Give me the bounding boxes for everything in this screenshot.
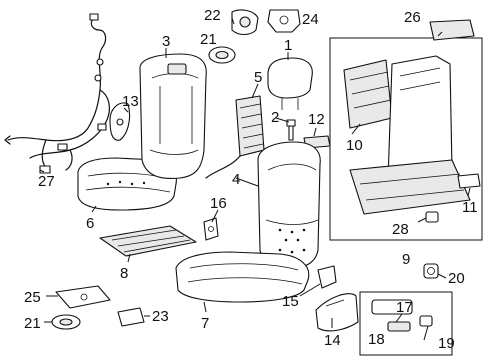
callout-9: 9: [402, 251, 410, 268]
callout-10: 10: [346, 137, 363, 154]
part-9-seat-frame: [349, 55, 471, 215]
callout-18: 18: [368, 331, 385, 348]
callout-23: 23: [152, 308, 169, 325]
part-1-headrest: [267, 57, 313, 110]
callout-8: 8: [120, 265, 128, 282]
callout-25: 25: [24, 289, 41, 306]
callout-28: 28: [392, 221, 409, 238]
callout-11: 11: [462, 199, 478, 216]
part-3-seatback-pad: [139, 53, 207, 180]
callout-13: 13: [122, 93, 139, 110]
part-21-clip-bottom: [51, 314, 81, 330]
callout-14: 14: [324, 332, 341, 349]
callout-3: 3: [162, 33, 170, 50]
part-27-wire-harness: [4, 13, 110, 174]
part-19-switch-cap: [419, 315, 433, 327]
frame-group-box: [329, 37, 483, 241]
callout-21-top: 21: [200, 31, 217, 48]
callout-6: 6: [86, 215, 94, 232]
part-2-bolt: [286, 119, 296, 141]
part-18-switch-knob: [387, 321, 411, 332]
part-20-knob: [423, 263, 439, 279]
callout-27: 27: [38, 173, 55, 190]
part-16-bracket: [203, 217, 219, 241]
callout-4: 4: [232, 171, 240, 188]
callout-21-bottom: 21: [24, 315, 41, 332]
callout-17: 17: [396, 299, 413, 316]
switch-group-box: [359, 291, 453, 356]
part-8-cushion-frame: [99, 225, 197, 257]
callout-12: 12: [308, 111, 325, 128]
callout-15: 15: [282, 293, 299, 310]
callout-19: 19: [438, 335, 455, 352]
callout-20: 20: [448, 270, 465, 287]
part-10-lumbar-support: [343, 59, 393, 129]
part-28-knob: [425, 211, 439, 223]
part-5-heater-element: [205, 95, 265, 179]
part-23-motor: [117, 307, 145, 327]
callout-24: 24: [302, 11, 319, 28]
callout-16: 16: [210, 195, 227, 212]
part-11-slide-cover: [457, 173, 481, 189]
part-25-bracket: [55, 285, 111, 309]
callout-5: 5: [254, 69, 262, 86]
callout-labels: 1 2 3 4 5 6 7 8 9 10 11 12 13 14 15 16 1…: [24, 7, 478, 352]
part-15-latch: [317, 265, 337, 289]
part-26-cover: [429, 19, 475, 41]
part-14-side-trim: [315, 293, 359, 332]
callout-1: 1: [284, 37, 292, 54]
callout-26: 26: [404, 9, 421, 26]
part-21-clip-top: [208, 46, 236, 64]
part-17-switch: [371, 299, 413, 315]
part-4-seatback-cover: [257, 141, 321, 269]
callout-7: 7: [201, 315, 209, 332]
leader-lines: [39, 17, 471, 341]
callout-22: 22: [204, 7, 221, 24]
part-24-bracket: [267, 9, 301, 33]
callout-2: 2: [271, 109, 279, 126]
part-13-side-shield: [109, 102, 131, 141]
part-7-cushion-cover: [175, 251, 310, 303]
part-22-motor: [231, 9, 259, 36]
